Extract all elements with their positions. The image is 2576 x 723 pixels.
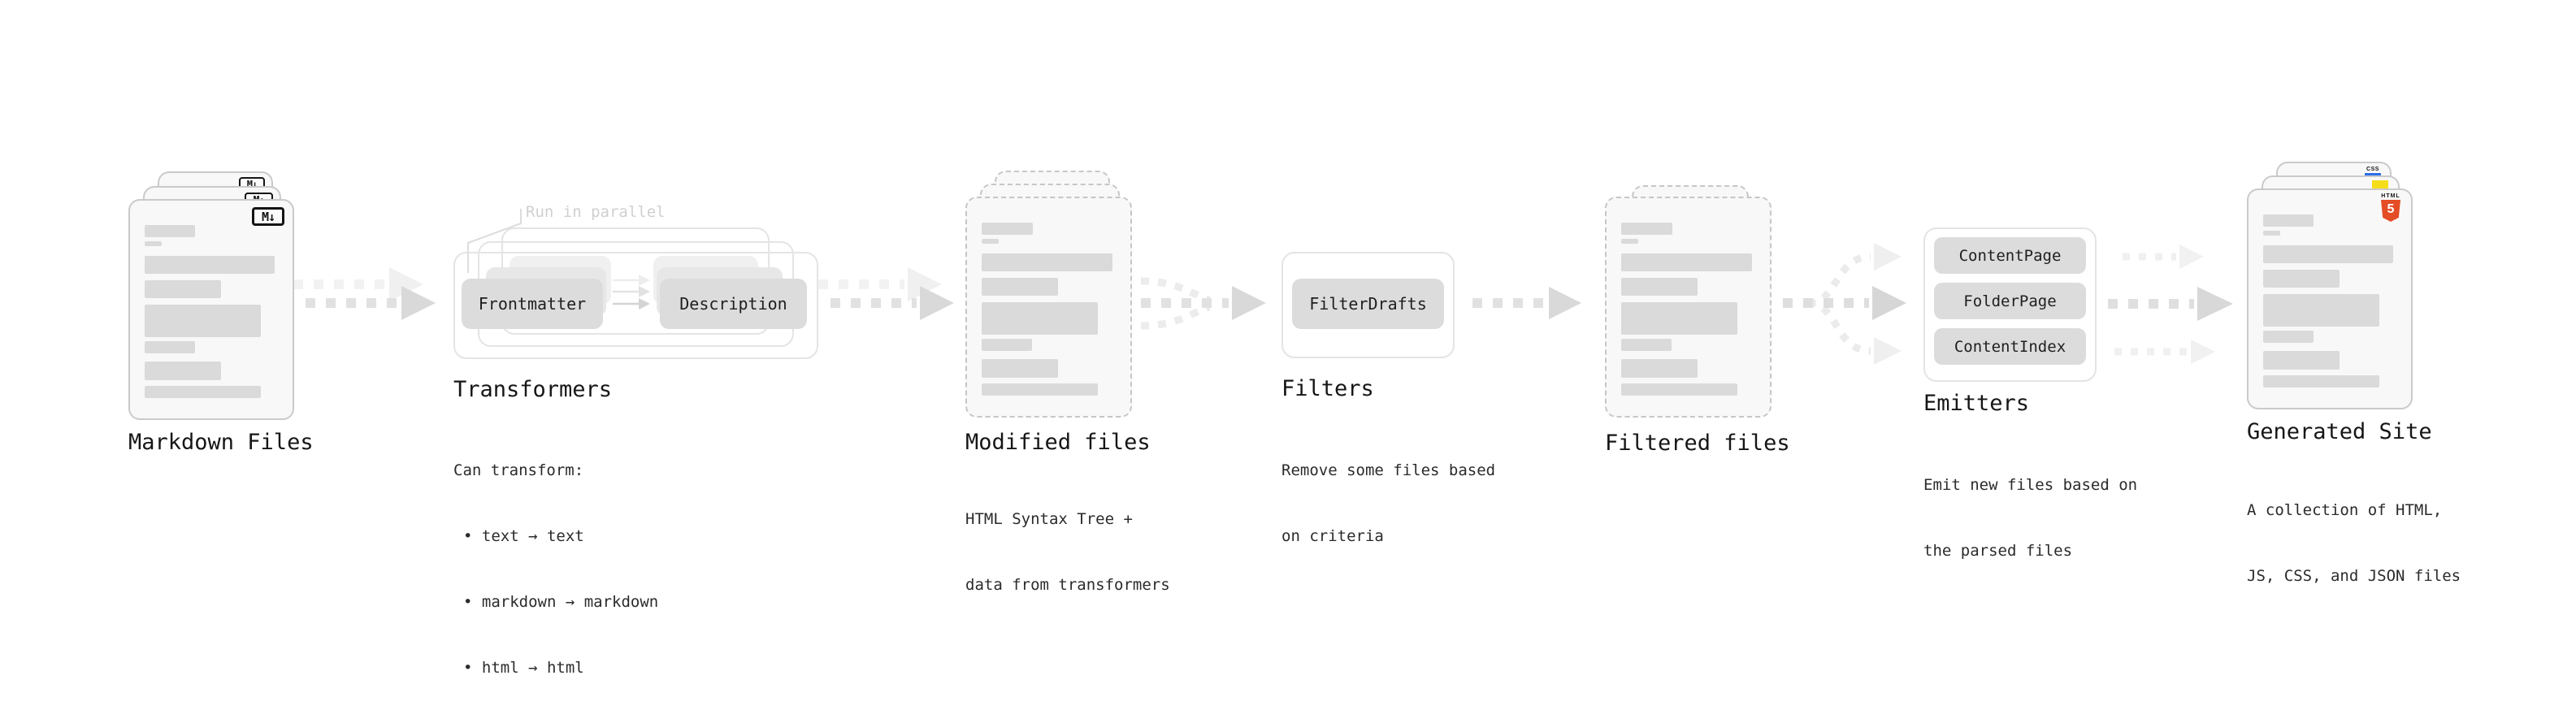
flow-arrow-markdown-to-transformers xyxy=(306,286,436,320)
transformers-desc: Can transform: • text → text • markdown … xyxy=(453,461,659,677)
doc-placeholder-lines xyxy=(145,201,278,398)
placeholder-bar xyxy=(145,341,195,353)
placeholder-bar xyxy=(2263,351,2340,370)
run-in-parallel-note: Run in parallel xyxy=(526,203,666,221)
placeholder-bar xyxy=(145,241,163,246)
markdown-files-label: Markdown Files xyxy=(128,430,314,455)
pipeline-diagram: M↓ M↓ M↓ Markdown Files Run in parallel … xyxy=(128,162,2461,677)
placeholder-bar xyxy=(2263,214,2314,227)
filters-heading: Filters xyxy=(1281,376,1374,401)
flow-arrow-modified-to-filters xyxy=(1140,277,1266,330)
placeholder-bar xyxy=(2263,375,2379,387)
placeholder-bar xyxy=(2263,294,2379,327)
filtered-files-label: Filtered files xyxy=(1605,431,1790,456)
placeholder-bar xyxy=(982,278,1059,296)
generated-site-label: Generated Site xyxy=(2247,419,2432,444)
modified-files-label: Modified files xyxy=(965,430,1151,455)
generated-site-desc: A collection of HTML, JS, CSS, and JSON … xyxy=(2247,501,2461,585)
placeholder-bar xyxy=(2263,331,2314,343)
markdown-icon: M↓ xyxy=(252,207,284,226)
filters-desc: Remove some files based on criteria xyxy=(1281,461,1496,545)
css-icon: CSS xyxy=(2364,167,2382,176)
placeholder-bar xyxy=(145,305,261,337)
markdown-doc-front: M↓ xyxy=(128,199,294,420)
placeholder-bar xyxy=(982,253,1113,271)
placeholder-bar xyxy=(1621,359,1698,378)
flow-arrow-filters-to-filtered xyxy=(1472,287,1581,319)
placeholder-bar xyxy=(1621,223,1672,235)
placeholder-bar xyxy=(1621,239,1639,244)
contentindex-pill: ContentIndex xyxy=(1934,328,2086,365)
contentpage-pill: ContentPage xyxy=(1934,237,2086,274)
doc-placeholder-lines xyxy=(2263,190,2396,387)
transformer-box-front xyxy=(453,252,818,359)
placeholder-bar xyxy=(982,223,1033,235)
placeholder-bar xyxy=(982,383,1099,396)
filtered-doc-front xyxy=(1605,197,1772,418)
placeholder-bar xyxy=(145,362,221,380)
flow-arrow-emitters-to-generated-middle xyxy=(2108,287,2233,321)
doc-placeholder-lines xyxy=(1621,198,1755,396)
placeholder-bar xyxy=(982,339,1032,351)
transformers-heading: Transformers xyxy=(453,377,613,402)
flow-arrow-transformers-to-modified xyxy=(830,286,954,320)
filters-box xyxy=(1281,252,1455,358)
placeholder-bar xyxy=(2263,270,2340,288)
modified-doc-front xyxy=(965,197,1132,418)
emitters-heading: Emitters xyxy=(1923,391,2030,416)
generated-doc-front: HTML 5 xyxy=(2247,188,2413,409)
placeholder-bar xyxy=(145,386,261,398)
placeholder-bar xyxy=(982,239,1000,244)
description-pill: Description xyxy=(660,279,807,329)
placeholder-bar xyxy=(145,225,196,237)
emitters-box xyxy=(1923,227,2097,382)
placeholder-bar xyxy=(2263,231,2281,236)
flow-arrow-filtered-to-emitters xyxy=(1783,243,1906,365)
frontmatter-pill: Frontmatter xyxy=(462,279,603,329)
placeholder-bar xyxy=(1621,302,1738,335)
doc-placeholder-lines xyxy=(982,198,1116,396)
flow-arrow-emitters-to-generated-bottom xyxy=(2114,340,2215,364)
placeholder-bar xyxy=(982,302,1099,335)
placeholder-bar xyxy=(145,280,221,298)
placeholder-bar xyxy=(2263,245,2394,263)
placeholder-bar xyxy=(1621,339,1672,351)
placeholder-bar xyxy=(1621,383,1738,396)
html5-icon: HTML 5 xyxy=(2380,193,2401,222)
placeholder-bar xyxy=(982,359,1059,378)
placeholder-bar xyxy=(1621,278,1698,296)
flow-arrow-transformers-to-modified-ghost xyxy=(818,267,942,301)
filterdrafts-pill: FilterDrafts xyxy=(1292,279,1444,329)
placeholder-bar xyxy=(145,256,275,274)
folderpage-pill: FolderPage xyxy=(1934,283,2086,319)
flow-arrow-markdown-to-transformers-ghost xyxy=(293,267,423,301)
placeholder-bar xyxy=(1621,253,1753,271)
emitters-desc: Emit new files based on the parsed files xyxy=(1923,476,2138,560)
flow-arrow-emitters-to-generated-top xyxy=(2123,245,2204,269)
modified-files-desc: HTML Syntax Tree + data from transformer… xyxy=(965,510,1170,594)
